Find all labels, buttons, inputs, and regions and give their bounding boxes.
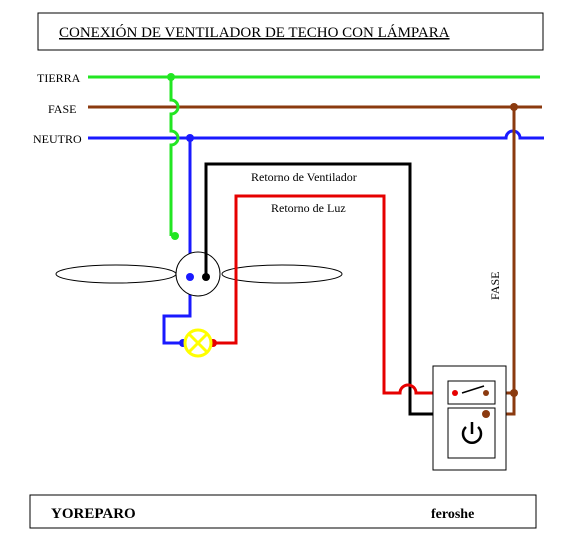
tierra-end-dot (171, 232, 179, 240)
power-icon (461, 422, 483, 444)
retorno-ventilador-wire (204, 162, 455, 416)
diagram-title: CONEXIÓN DE VENTILADOR DE TECHO CON LÁMP… (59, 24, 450, 41)
retorno-ventilador-fan-dot (202, 273, 210, 281)
neutro-drop-wire (162, 138, 192, 345)
footer-box (29, 494, 537, 529)
light-switch-brown-terminal (483, 390, 489, 396)
footer-right: feroshe (431, 507, 474, 522)
fan-blade-right (221, 264, 343, 284)
fase-label: FASE (48, 102, 76, 116)
tierra-drop-wire (169, 77, 180, 236)
fase-vertical-label: FASE (488, 272, 502, 300)
fan-neutral-terminal (186, 273, 194, 281)
neutro-line (88, 129, 544, 140)
retorno-luz-wire (213, 194, 453, 395)
fan-switch-brown-terminal (482, 410, 490, 418)
light-switch-lever (461, 385, 485, 394)
fase-switch-junction (510, 389, 518, 397)
neutro-label: NEUTRO (33, 132, 82, 146)
neutro-junction (186, 134, 194, 142)
footer-left: YOREPARO (51, 506, 136, 522)
title-box (37, 12, 544, 51)
light-switch-red-terminal (452, 390, 458, 396)
fan-blade-left (55, 264, 177, 284)
tierra-junction (167, 73, 175, 81)
tierra-label: TIERRA (37, 71, 81, 85)
retorno-luz-label: Retorno de Luz (271, 201, 346, 215)
retorno-ventilador-label: Retorno de Ventilador (251, 170, 357, 184)
fan-motor (175, 251, 221, 297)
lamp-filament-b (187, 332, 209, 354)
